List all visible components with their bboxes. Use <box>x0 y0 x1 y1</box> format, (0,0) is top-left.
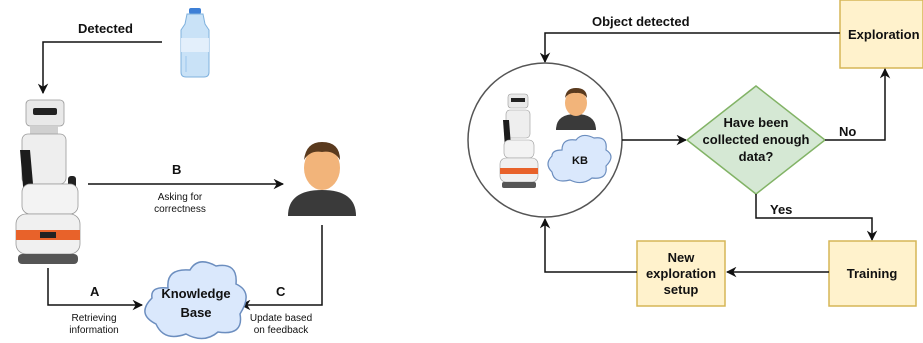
edge-b-caption-line2: correctness <box>154 204 206 215</box>
object-detected-arrow <box>539 32 840 64</box>
robot-icon <box>499 93 539 188</box>
new-setup-line3: setup <box>664 282 699 297</box>
knowledge-base-line2: Base <box>180 305 211 320</box>
edge-a-caption-line2: information <box>69 325 118 336</box>
no-label: No <box>839 124 856 139</box>
decision-line1: Have been <box>723 115 788 130</box>
knowledge-base-cloud: Knowledge Base <box>144 261 247 340</box>
exploration-box: Exploration <box>839 0 923 69</box>
training-label: Training <box>847 266 898 281</box>
edge-a-letter: A <box>90 284 100 299</box>
person-icon <box>556 88 596 130</box>
edge-c-caption-line2: on feedback <box>254 325 309 336</box>
cloud-icon <box>144 261 247 340</box>
robot-icon <box>15 99 81 264</box>
cloud-icon <box>547 134 612 184</box>
no-arrow <box>825 67 891 141</box>
edge-c-arrow <box>239 225 323 311</box>
exploration-label: Exploration <box>848 27 920 42</box>
object-detected-label: Object detected <box>592 14 690 29</box>
new-setup-line2: exploration <box>646 266 716 281</box>
decision-line2: collected enough <box>703 132 810 147</box>
edge-b-caption-line1: Asking for <box>158 192 203 203</box>
yes-arrow <box>755 194 878 242</box>
detected-label: Detected <box>78 21 133 36</box>
edge-a-caption-line1: Retrieving <box>71 313 116 324</box>
new-exploration-setup-box: New exploration setup <box>636 240 726 307</box>
edge-a-arrow <box>47 268 144 311</box>
kb-cloud: KB <box>547 134 612 184</box>
knowledge-base-line1: Knowledge <box>161 286 230 301</box>
detected-arrow <box>37 41 162 95</box>
yes-label: Yes <box>770 202 792 217</box>
decision-line3: data? <box>739 149 774 164</box>
edge-c-letter: C <box>276 284 286 299</box>
kb-label: KB <box>572 155 588 167</box>
setup-to-circle-arrow <box>539 217 637 273</box>
edge-b-letter: B <box>172 162 181 177</box>
edge-c-caption-line1: Update based <box>250 313 312 324</box>
system-circle: KB <box>467 62 623 218</box>
training-box: Training <box>828 240 917 307</box>
person-icon <box>288 142 356 216</box>
decision-diamond: Have been collected enough data? <box>685 85 827 195</box>
new-setup-line1: New <box>668 250 696 265</box>
water-bottle-icon <box>180 8 210 78</box>
